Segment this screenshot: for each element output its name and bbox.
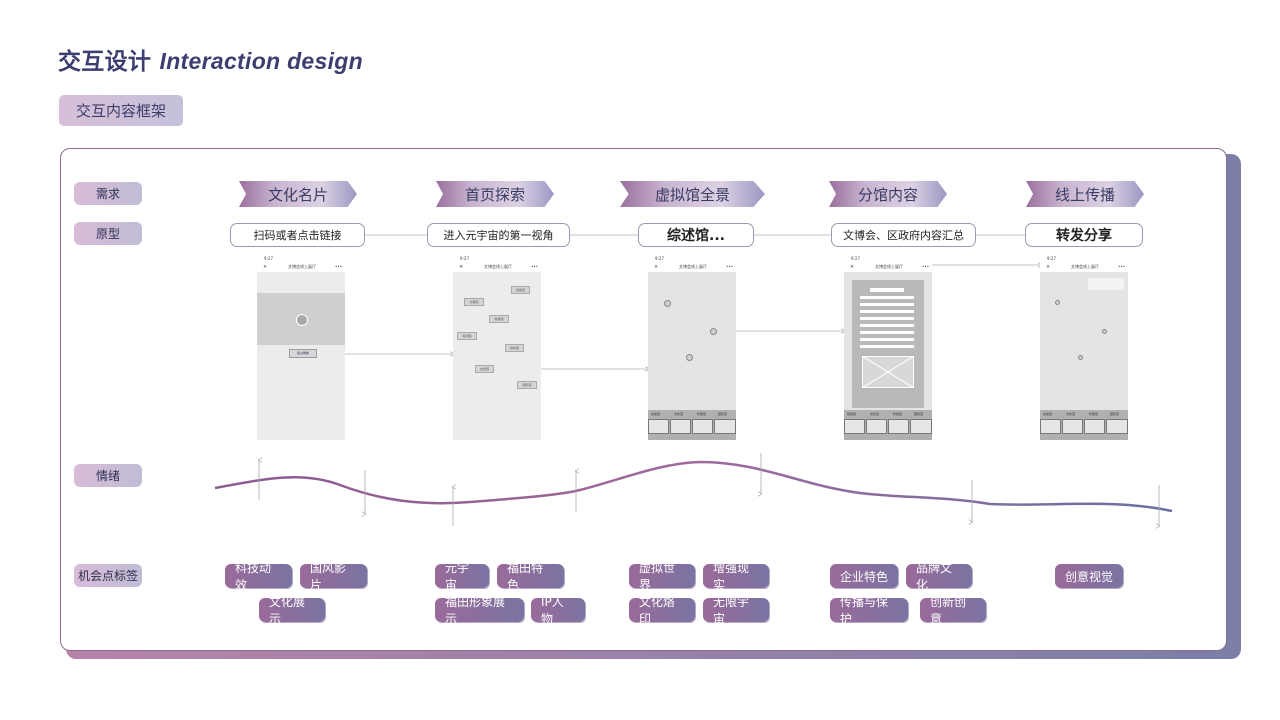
opportunity-tag: 元宇宙: [435, 561, 489, 592]
opportunity-tag: 科技动效: [225, 561, 292, 592]
opportunity-tag: 创意视觉: [1055, 564, 1123, 588]
hall-pill[interactable]: 馆中馆: [505, 344, 524, 352]
opportunity-tag: 福田特色: [497, 561, 564, 592]
share-card: [1088, 278, 1124, 290]
section-tag: 交互内容框架: [59, 95, 183, 126]
hall-pill[interactable]: 文化馆: [475, 365, 494, 373]
opportunity-tag: 增强现实: [703, 561, 769, 592]
row-label-emotion: 情绪: [74, 464, 142, 487]
hall-pill[interactable]: 科技馆: [489, 315, 509, 323]
nav-tab[interactable]: [1084, 419, 1105, 434]
prototype-box-3: 综述馆...: [638, 223, 754, 247]
more-icon[interactable]: •••: [922, 264, 930, 269]
close-icon[interactable]: ×: [263, 264, 268, 270]
phone-status-bar: 9:27 × 文博会线上展厅 •••: [257, 256, 345, 272]
row-label-need: 需求: [74, 182, 142, 205]
opportunity-tag: 虚拟世界: [629, 561, 695, 592]
nav-tab[interactable]: [692, 419, 713, 434]
need-stage-4: 分馆内容: [829, 181, 947, 207]
play-icon[interactable]: [296, 314, 308, 326]
more-icon[interactable]: •••: [726, 264, 734, 269]
opportunity-tag: IP人物: [531, 595, 585, 626]
nav-tab[interactable]: [910, 419, 932, 434]
bottom-nav: 综述馆 文化馆 科技馆 国际馆: [1040, 410, 1128, 440]
bottom-nav: 综述馆 文化馆 科技馆 国际馆: [648, 410, 736, 440]
bottom-nav: 综述馆 文化馆 科技馆 国际馆: [844, 410, 932, 440]
prototype-box-1: 扫码或者点击链接: [230, 223, 365, 247]
hotspot-icon[interactable]: [710, 328, 717, 335]
phone-mockup-5: 9:27 × 文博会线上展厅 ••• 综述馆 文化馆 科技馆 国际馆: [1040, 256, 1128, 440]
more-icon[interactable]: •••: [335, 264, 343, 269]
opportunity-tag: 国风影片: [300, 561, 367, 592]
nav-tab[interactable]: [844, 419, 865, 434]
nav-tab[interactable]: [888, 419, 909, 434]
prototype-box-5: 转发分享: [1025, 223, 1143, 247]
more-icon[interactable]: •••: [531, 264, 539, 269]
nav-tab[interactable]: [1106, 419, 1128, 434]
row-label-opportunity: 机会点标签: [74, 564, 142, 587]
opportunity-tag: 无限宇宙: [703, 595, 769, 626]
hall-pill[interactable]: 综述馆: [511, 286, 530, 294]
page-title: 交互设计 Interaction design: [58, 42, 363, 76]
need-stage-2: 首页探索: [436, 181, 554, 207]
opportunity-tag: 企业特色: [830, 564, 898, 588]
nav-tab[interactable]: [866, 419, 887, 434]
hall-pill[interactable]: 国际馆: [517, 381, 537, 389]
page-title-en: Interaction design: [159, 48, 363, 74]
more-icon[interactable]: •••: [1118, 264, 1126, 269]
page-title-cn: 交互设计: [58, 49, 152, 75]
nav-tab[interactable]: [1062, 419, 1083, 434]
hotspot-icon[interactable]: [686, 354, 693, 361]
phone-mockup-3: 9:27 × 文博会线上展厅 ••• 综述馆 文化馆 科技馆 国际馆: [648, 256, 736, 440]
opportunity-tag: 品牌文化: [906, 561, 972, 592]
opportunity-tag: 文化展示: [259, 595, 325, 626]
phone-status-bar: 9:27 × 文博会线上展厅 •••: [1040, 256, 1128, 272]
hotspot-icon[interactable]: [1078, 355, 1083, 360]
close-icon[interactable]: ×: [459, 264, 464, 270]
need-stage-3: 虚拟馆全景: [620, 181, 765, 207]
image-placeholder-icon: [862, 356, 914, 388]
opportunity-tag: 福田形象展示: [435, 595, 524, 626]
need-stage-1: 文化名片: [239, 181, 357, 207]
phone-mockup-4: 9:27 × 文博会线上展厅 ••• 综述馆 文化馆 科技馆 国际馆: [844, 256, 932, 440]
opportunity-tag: 文化烙印: [629, 595, 695, 626]
hotspot-icon[interactable]: [1102, 329, 1107, 334]
emotion-curve: [214, 460, 1173, 513]
phone-status-bar: 9:27 × 文博会线上展厅 •••: [453, 256, 541, 272]
nav-tab[interactable]: [670, 419, 691, 434]
hall-pill[interactable]: 分展馆: [464, 298, 484, 306]
close-icon[interactable]: ×: [1046, 264, 1051, 270]
opportunity-tag: 传播与保护: [830, 595, 908, 626]
prototype-box-4: 文博会、区政府内容汇总: [831, 223, 976, 247]
phone-status-bar: 9:27 × 文博会线上展厅 •••: [844, 256, 932, 272]
phone-mockup-2: 9:27 × 文博会线上展厅 ••• 分展馆 综述馆 科技馆 科创馆 馆中馆 文…: [453, 256, 541, 440]
phone-mockup-1: 9:27 × 文博会线上展厅 ••• 路过看看: [257, 256, 345, 440]
hotspot-icon[interactable]: [1055, 300, 1060, 305]
enter-button[interactable]: 路过看看: [289, 349, 317, 358]
nav-tab[interactable]: [648, 419, 669, 434]
phone-status-bar: 9:27 × 文博会线上展厅 •••: [648, 256, 736, 272]
nav-tab[interactable]: [1040, 419, 1061, 434]
prototype-box-2: 进入元宇宙的第一视角: [427, 223, 570, 247]
hall-pill[interactable]: 科创馆: [457, 332, 477, 340]
close-icon[interactable]: ×: [850, 264, 855, 270]
nav-tab[interactable]: [714, 419, 736, 434]
close-icon[interactable]: ×: [654, 264, 659, 270]
row-label-prototype: 原型: [74, 222, 142, 245]
hotspot-icon[interactable]: [664, 300, 671, 307]
opportunity-tag: 创新创意: [920, 595, 986, 626]
content-popup: [852, 280, 924, 408]
need-stage-5: 线上传播: [1026, 181, 1144, 207]
